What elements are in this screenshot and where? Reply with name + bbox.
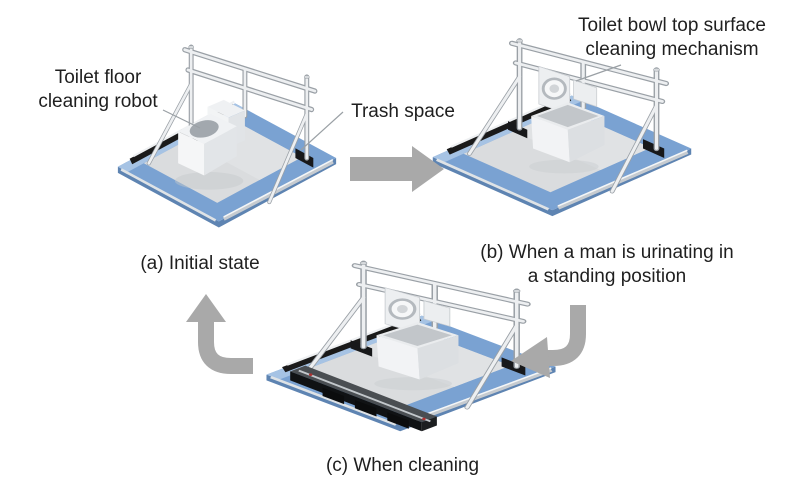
label-bowl-mechanism: Toilet bowl top surface cleaning mechani… (558, 14, 786, 63)
caption-b-line2: a standing position (527, 266, 687, 288)
caption-b-line1: (b) When a man is urinating in (480, 242, 734, 263)
caption-c: (c) When cleaning (325, 455, 480, 476)
caption-a: (a) Initial state (140, 253, 260, 274)
label-toilet-floor-robot-line1: Toilet floor (54, 67, 142, 88)
label-toilet-floor-robot-line2: cleaning robot (38, 91, 158, 113)
label-bowl-mechanism-line2: cleaning mechanism (585, 39, 759, 61)
caption-b: (b) When a man is urinating in a standin… (452, 241, 762, 290)
label-toilet-floor-robot: Toilet floor cleaning robot (18, 66, 178, 115)
label-bowl-mechanism-line1: Toilet bowl top surface (578, 15, 766, 36)
arrow-c-to-a-icon (186, 294, 253, 374)
label-trash-space: Trash space (351, 101, 455, 122)
